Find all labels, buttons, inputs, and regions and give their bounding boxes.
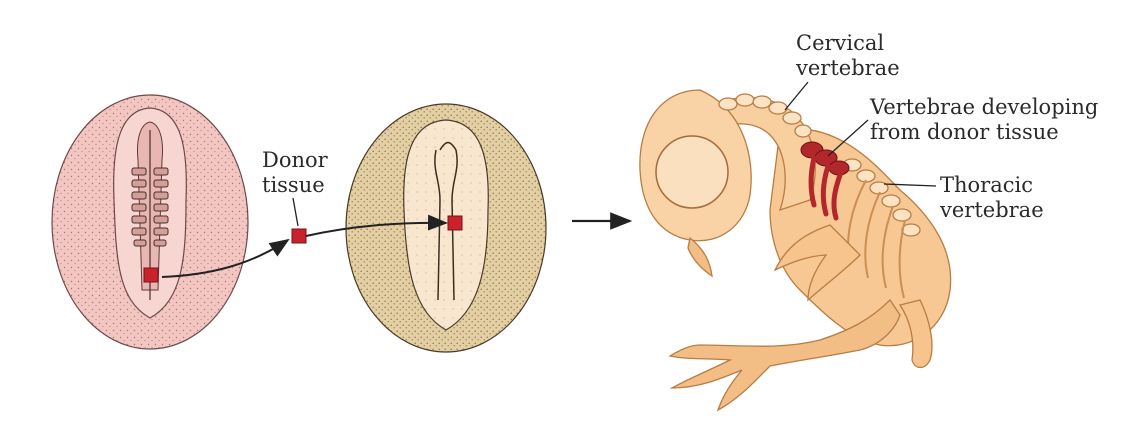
donor-tissue-source (143, 267, 159, 283)
thoracic-vertebrae-label: Thoracic vertebrae (939, 173, 1044, 222)
donor-tissue-piece (291, 228, 307, 244)
donor-tissue-leader (292, 197, 299, 227)
chick-leg (668, 298, 901, 412)
host-embryo (345, 103, 547, 353)
thoracic-leader (883, 183, 937, 187)
chick-tail (898, 299, 933, 369)
donor-somites (131, 167, 169, 247)
donor-derived-vertebrae (800, 141, 850, 221)
donor-tissue-label: Donor tissue (262, 148, 334, 197)
developing-leader (827, 119, 869, 157)
chick-eye (655, 135, 729, 209)
cervical-leader (784, 81, 809, 111)
excision-arrow (161, 238, 290, 278)
donor-embryo (51, 94, 249, 350)
cervical-vertebrae-label: Cervical vertebrae (795, 31, 900, 80)
thoracic-column (842, 158, 921, 237)
chick-embryo (639, 89, 952, 412)
cervical-column (718, 93, 812, 138)
graft-arrow (305, 214, 448, 237)
developing-vertebrae-label: Vertebrae developing from donor tissue (869, 95, 1105, 144)
grafted-tissue (447, 215, 463, 231)
host-neural-folds (434, 141, 458, 301)
chick-beak (687, 236, 713, 278)
chick-wing (773, 224, 861, 302)
